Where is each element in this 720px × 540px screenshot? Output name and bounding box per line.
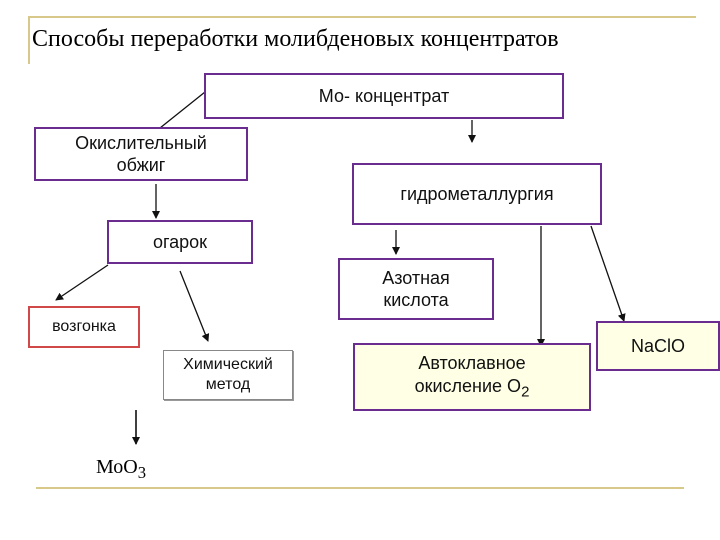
sublimation-box: возгонка xyxy=(28,306,140,348)
hydrometallurgy-box: гидрометаллургия xyxy=(352,163,602,225)
nitric-acid-box: Азотная кислота xyxy=(338,258,494,320)
nitric-acid-label-line1: Азотная xyxy=(382,267,450,288)
title-frame-top xyxy=(28,16,696,18)
naclo-label: NaClO xyxy=(630,335,685,356)
autoclave-label-line2: окисление О2 xyxy=(415,375,530,402)
slide-title: Способы переработки молибденовых концент… xyxy=(32,26,559,52)
arrow-cinder-to-sublimation xyxy=(55,264,109,301)
oxidative-roasting-box: Окислительный обжиг xyxy=(34,127,248,181)
autoclave-label-subscript: 2 xyxy=(521,383,530,401)
moo3-formula: МоО3 xyxy=(96,456,146,483)
arrow-cinder-to-chemical xyxy=(179,270,210,342)
mo-concentrate-box: Мо- концентрат xyxy=(204,73,564,119)
oxidative-roasting-label-line2: обжиг xyxy=(116,155,166,175)
naclo-box: NaClO xyxy=(596,321,720,371)
oxidative-roasting-label-line1: Окислительный xyxy=(75,132,207,153)
connector-concentrate-to-roasting xyxy=(159,91,206,129)
cinder-box: огарок xyxy=(107,220,253,264)
arrow-hydro-to-naclo xyxy=(590,225,626,322)
nitric-acid-label-line2: кислота xyxy=(383,290,449,310)
bottom-divider xyxy=(36,487,684,489)
title-frame-left xyxy=(28,16,30,64)
autoclave-label-line1: Автоклавное xyxy=(418,353,526,374)
moo3-text: МоО xyxy=(96,456,138,478)
hydrometallurgy-label: гидрометаллургия xyxy=(400,183,554,204)
chemical-method-label-line1: Химический xyxy=(183,356,273,373)
sublimation-label: возгонка xyxy=(52,318,116,335)
autoclave-label-line2-text: окисление О xyxy=(414,375,522,396)
mo-concentrate-label: Мо- концентрат xyxy=(318,85,450,106)
moo3-subscript: 3 xyxy=(137,463,147,482)
cinder-label: огарок xyxy=(152,231,208,252)
chemical-method-label-line2: метод xyxy=(205,376,251,393)
chemical-method-box: Химический метод xyxy=(163,350,293,400)
autoclave-oxidation-box: Автоклавное окисление О2 xyxy=(353,343,591,411)
